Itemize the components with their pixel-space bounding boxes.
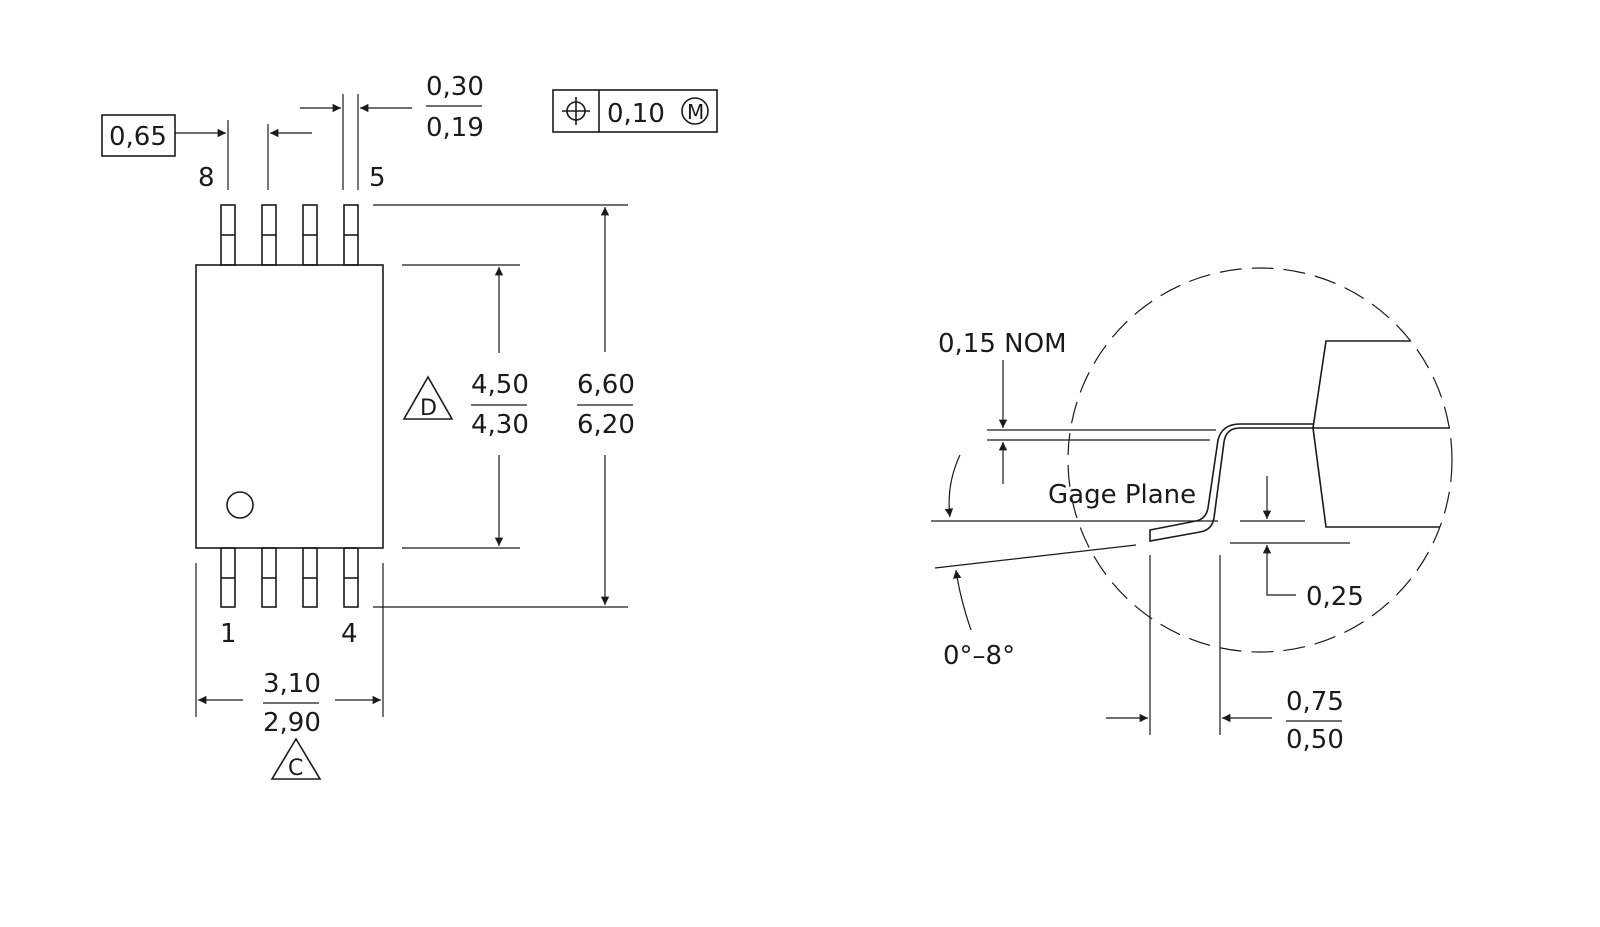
body-length-dimension: 3,10 2,90 C <box>195 563 384 781</box>
foot-length-dimension: 0,75 0,50 <box>1106 555 1344 755</box>
mmc-modifier: M <box>687 100 704 124</box>
detail-circle <box>1067 267 1453 653</box>
note-d-triangle-icon <box>402 375 454 420</box>
gage-height-value: 0,25 <box>1306 582 1364 612</box>
pin-label-4: 4 <box>341 619 358 649</box>
top-view: 8 5 1 4 0,65 0,30 0,19 <box>101 72 718 781</box>
gage-plane-label: Gage Plane <box>1048 480 1196 510</box>
pin-label-1: 1 <box>220 619 237 649</box>
pin1-indicator <box>226 491 254 519</box>
lead-width-max: 0,30 <box>426 72 484 102</box>
body-width-note: D <box>420 396 437 421</box>
body-width-dimension: 4,50 4,30 D <box>402 264 529 549</box>
position-tolerance-value: 0,10 <box>607 99 665 129</box>
body-length-min: 2,90 <box>263 708 321 738</box>
body-length-max: 3,10 <box>263 669 321 699</box>
body-width-min: 4,30 <box>471 410 529 440</box>
body-length-note: C <box>288 756 303 781</box>
package-body <box>195 264 384 549</box>
bottom-leads <box>220 547 359 608</box>
overall-width-max: 6,60 <box>577 370 635 400</box>
gage-height-dimension: 0,25 <box>1230 476 1364 612</box>
note-c-triangle-icon <box>270 737 322 780</box>
top-leads <box>220 204 359 266</box>
overall-width-dimension: 6,60 6,20 <box>373 204 635 608</box>
pitch-dimension: 0,65 <box>101 114 312 190</box>
position-tolerance-frame: 0,10 M <box>552 89 718 133</box>
lead-width-min: 0,19 <box>426 113 484 143</box>
gage-plane: Gage Plane 0°–8° <box>931 454 1218 671</box>
pitch-box <box>101 114 176 157</box>
pin-label-5: 5 <box>369 163 386 193</box>
pin-label-8: 8 <box>198 163 215 193</box>
pitch-value: 0,65 <box>109 122 167 152</box>
angle-value: 0°–8° <box>943 641 1015 671</box>
foot-length-max: 0,75 <box>1286 687 1344 717</box>
standoff-dimension: 0,15 NOM <box>938 329 1216 484</box>
lead-width-dimension: 0,30 0,19 <box>300 72 484 190</box>
lead-profile <box>1149 423 1313 542</box>
mmc-symbol-icon <box>681 97 709 125</box>
lead-detail-view: 0,15 NOM Gage Plane 0°–8° 0,25 0,75 <box>931 267 1453 755</box>
body-width-max: 4,50 <box>471 370 529 400</box>
overall-width-min: 6,20 <box>577 410 635 440</box>
standoff-value: 0,15 NOM <box>938 329 1067 359</box>
foot-length-min: 0,50 <box>1286 725 1344 755</box>
body-profile <box>1312 340 1440 528</box>
